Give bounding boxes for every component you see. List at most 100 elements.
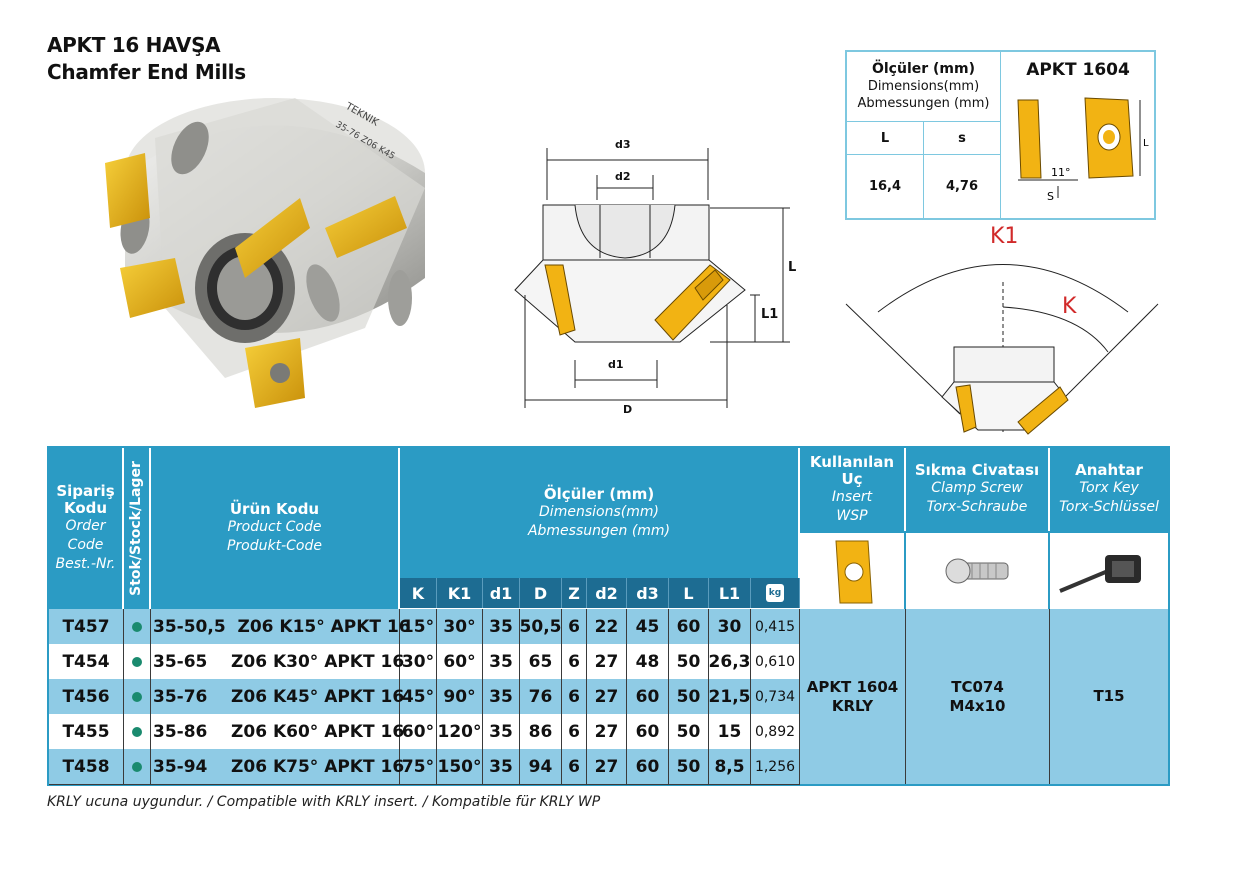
end-mill-photo: TEKNIK 35-76 Z06 K45 [105, 98, 425, 408]
cell-k: 15° [400, 609, 437, 645]
col-d1: d1 [483, 578, 520, 608]
cell-kg: 0,610 [751, 644, 800, 680]
technical-drawing: d3 d2 L L1 d1 D [505, 130, 815, 430]
cell-k1: 30° [437, 609, 483, 645]
torx-key-icon [1059, 555, 1141, 593]
cell-d3: 60 [627, 679, 669, 715]
cell-l1: 15 [709, 714, 751, 750]
header-dims-de: Abmessungen (mm) [527, 522, 671, 539]
header-dims-en: Dimensions(mm) [539, 503, 659, 520]
header-insert-en: Insert [831, 488, 873, 505]
col-D: D [520, 578, 562, 608]
cell-d2: 22 [587, 609, 627, 645]
key-value-cell: T15 [1050, 609, 1168, 784]
cell-l: 50 [669, 749, 709, 785]
col-L: L [669, 578, 709, 608]
insert-icon [835, 540, 873, 604]
spec-header: Ölçüler (mm) Dimensions(mm) Abmessungen … [847, 52, 1001, 122]
col-Z: Z [562, 578, 587, 608]
insert-image-cell [800, 531, 906, 609]
col-d3: d3 [627, 578, 669, 608]
cell-d: 94 [520, 749, 562, 785]
cell-l: 50 [669, 714, 709, 750]
cell-d: 76 [520, 679, 562, 715]
cell-d2: 27 [587, 679, 627, 715]
stock-status [124, 609, 151, 645]
cell-d: 86 [520, 714, 562, 750]
header-order-tr: Sipariş Kodu [56, 482, 115, 517]
angle-11-label: 11° [1051, 166, 1071, 179]
header-order-en: Order Code [65, 518, 106, 553]
cell-z: 6 [562, 609, 587, 645]
footnote: KRLY ucuna uygundur. / Compatible with K… [47, 794, 601, 810]
cell-d1: 35 [483, 749, 520, 785]
key-image-cell [1050, 531, 1168, 609]
cell-k: 75° [400, 749, 437, 785]
cell-z: 6 [562, 714, 587, 750]
header-order-de: Best.-Nr. [55, 556, 116, 572]
header-stock: Stok/Stock/Lager [124, 448, 151, 609]
cell-d: 50,5 [520, 609, 562, 645]
cell-z: 6 [562, 749, 587, 785]
cell-k: 60° [400, 714, 437, 750]
cell-l: 50 [669, 644, 709, 680]
header-insert-tr: Kullanılan Uç [809, 452, 895, 488]
key-value: T15 [1093, 687, 1125, 705]
label-d3: d3 [615, 138, 631, 151]
cell-k1: 120° [437, 714, 483, 750]
spec-insert-code: APKT 1604 [1026, 60, 1130, 80]
cell-d1: 35 [483, 714, 520, 750]
header-screw-de: Torx-Schraube [926, 499, 1028, 515]
header-screw-tr: Sıkma Civatası [914, 461, 1040, 479]
product-table: Sipariş Kodu Order Code Best.-Nr. Stok/S… [47, 446, 1170, 786]
weight-icon: kg [766, 584, 784, 602]
cell-d1: 35 [483, 609, 520, 645]
cell-kg: 0,734 [751, 679, 800, 715]
cell-d1: 35 [483, 679, 520, 715]
header-key-de: Torx-Schlüssel [1059, 499, 1159, 515]
cell-d3: 60 [627, 749, 669, 785]
header-product-tr: Ürün Kodu [229, 500, 320, 518]
title-line-1: APKT 16 HAVŞA [47, 33, 221, 57]
stock-status [124, 714, 151, 750]
label-L: L [788, 260, 797, 275]
label-d2: d2 [615, 170, 631, 183]
in-stock-dot-icon [132, 761, 142, 772]
cell-k1: 60° [437, 644, 483, 680]
header-key-tr: Anahtar [1075, 461, 1143, 479]
header-dimensions: Ölçüler (mm) Dimensions(mm) Abmessungen … [400, 448, 800, 578]
insert-value-cell: APKT 1604 KRLY [800, 609, 906, 784]
col-K: K [400, 578, 437, 608]
cell-z: 6 [562, 679, 587, 715]
title-line-2: Chamfer End Mills [47, 60, 246, 84]
header-screw-en: Clamp Screw [931, 480, 1023, 496]
insert-value-line1: APKT 1604 [806, 677, 899, 696]
cell-d: 65 [520, 644, 562, 680]
cell-k1: 90° [437, 679, 483, 715]
insert-spec-box: Ölçüler (mm) Dimensions(mm) Abmessungen … [845, 50, 1156, 220]
cell-order: T454 [49, 644, 124, 680]
angle-lines [845, 264, 1159, 435]
header-product-de: Produkt-Code [226, 538, 322, 554]
cell-product: 35-65 Z06 K30° APKT 16 [151, 644, 404, 680]
screw-icon [945, 558, 1009, 584]
label-d1: d1 [608, 358, 624, 371]
cell-product: 35-94 Z06 K75° APKT 16 [151, 749, 404, 785]
cell-d2: 27 [587, 749, 627, 785]
in-stock-dot-icon [132, 656, 142, 667]
cell-k1: 150° [437, 749, 483, 785]
in-stock-dot-icon [132, 726, 142, 737]
cell-order: T458 [49, 749, 124, 785]
in-stock-dot-icon [132, 691, 142, 702]
col-L1: L1 [709, 578, 751, 608]
col-d2: d2 [587, 578, 627, 608]
cell-k: 45° [400, 679, 437, 715]
spec-header-de: Abmessungen (mm) [857, 96, 990, 111]
stock-status [124, 749, 151, 785]
cell-d3: 60 [627, 714, 669, 750]
header-order-code: Sipariş Kodu Order Code Best.-Nr. [49, 448, 124, 609]
